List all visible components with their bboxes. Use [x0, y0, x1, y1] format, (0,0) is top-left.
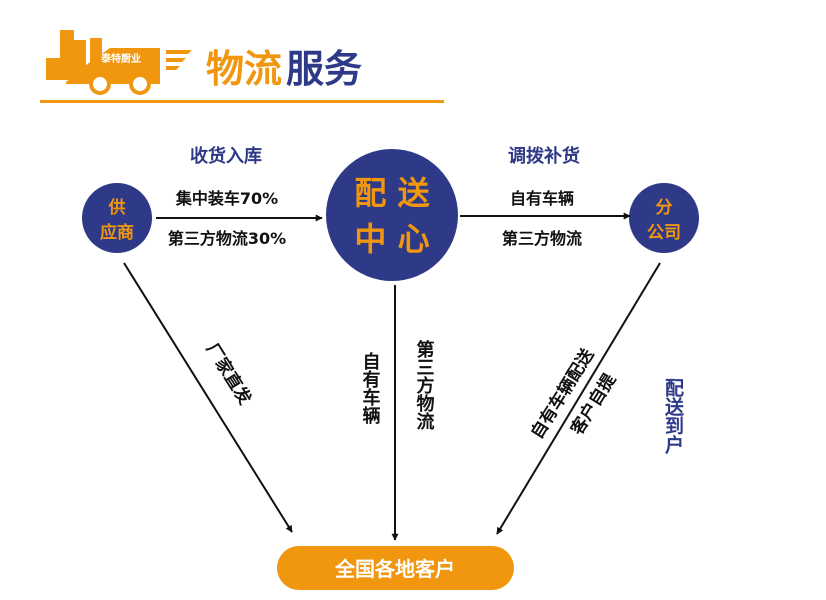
arrow-supplier-to-customers [123, 262, 293, 533]
svg-text:配 送: 配 送 [354, 174, 429, 212]
center-3pl-label: 第三方物流 [414, 339, 435, 430]
svg-text:分: 分 [656, 198, 673, 218]
branch-node: 分 公司 [629, 183, 699, 253]
transfer-label-1: 自有车辆 [510, 189, 574, 208]
inbound-label-1: 集中装车70% [175, 189, 278, 208]
inbound-label-2: 第三方物流30% [168, 229, 286, 248]
svg-text:中 心: 中 心 [354, 220, 429, 258]
center-own-label: 自有车辆 [360, 351, 381, 425]
transfer-label-2: 第三方物流 [502, 229, 582, 248]
logo-text: 泰特厨业 [100, 52, 141, 65]
supplier-node: 供 应商 [82, 183, 152, 253]
header-divider [40, 100, 444, 103]
company-logo: 泰特厨业 [46, 30, 192, 95]
home-delivery-label: 配送到户 [662, 378, 684, 455]
inbound-title: 收货入库 [190, 145, 262, 167]
transfer-title: 调拨补货 [508, 145, 580, 167]
svg-text:全国各地客户: 全国各地客户 [334, 557, 455, 581]
title-part2: 服务 [286, 47, 362, 91]
distribution-center-node: 配 送 中 心 [326, 149, 458, 281]
arrow-branch-to-customers [496, 262, 661, 535]
svg-text:供: 供 [108, 197, 126, 218]
title-part1: 物流 [206, 47, 282, 91]
svg-text:应商: 应商 [100, 222, 134, 243]
customers-node: 全国各地客户 [277, 546, 514, 590]
svg-text:公司: 公司 [647, 223, 681, 243]
